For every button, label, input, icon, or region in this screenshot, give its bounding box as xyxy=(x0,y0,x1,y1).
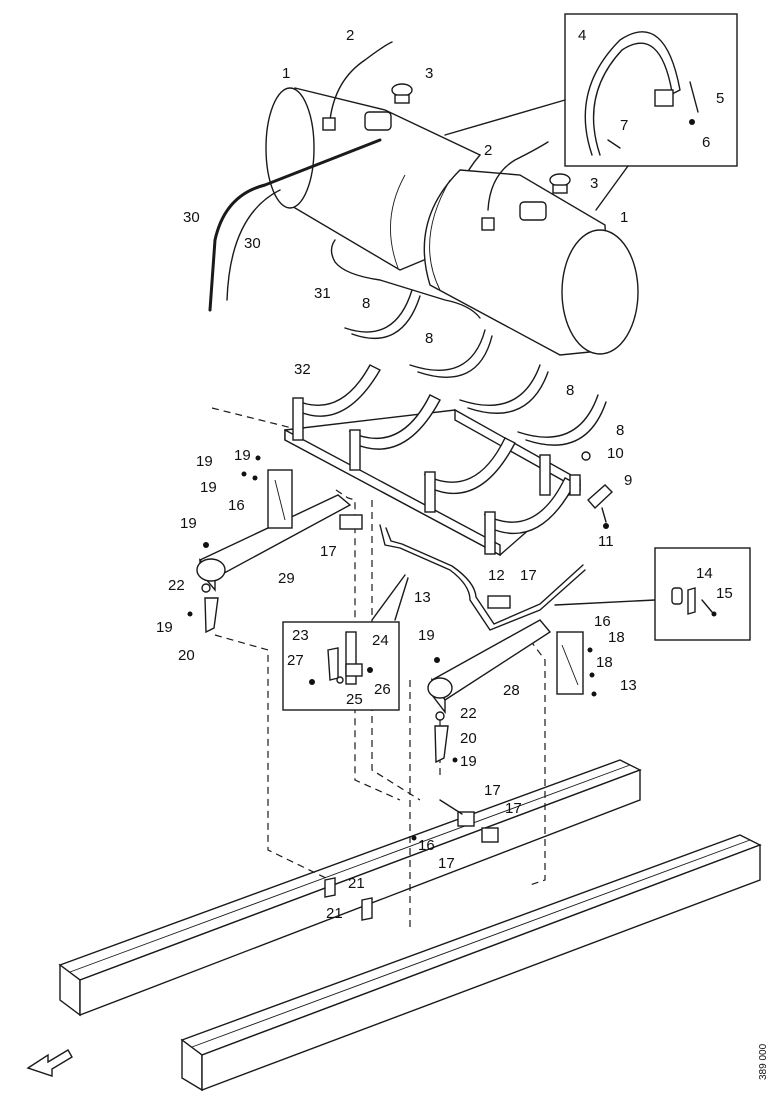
callout: 8 xyxy=(425,330,433,347)
callout: 9 xyxy=(624,472,632,489)
callout: 4 xyxy=(578,27,586,44)
callout: 17 xyxy=(484,782,501,799)
callout: 20 xyxy=(178,647,195,664)
callout: 19 xyxy=(200,479,217,496)
callout: 19 xyxy=(418,627,435,644)
filler-caps xyxy=(364,83,571,221)
callout: 1 xyxy=(282,65,290,82)
callout: 6 xyxy=(702,134,710,151)
nut-detail-inset xyxy=(654,547,751,641)
callout: 5 xyxy=(716,90,724,107)
clamp-detail-inset xyxy=(282,621,400,711)
strap-detail-inset xyxy=(444,13,738,211)
callout: 17 xyxy=(438,855,455,872)
callout: 18 xyxy=(596,654,613,671)
callout: 17 xyxy=(520,567,537,584)
callout: 16 xyxy=(594,613,611,630)
clamp-bracket xyxy=(587,484,614,529)
callout: 25 xyxy=(346,691,363,708)
callout: 8 xyxy=(362,295,370,312)
callout: 29 xyxy=(278,570,295,587)
callout: 21 xyxy=(348,875,365,892)
direction-arrow xyxy=(26,1049,73,1077)
callout: 30 xyxy=(183,209,200,226)
figure-code: 389 000 xyxy=(758,1043,769,1080)
callout: 30 xyxy=(244,235,261,252)
hoses xyxy=(208,138,481,319)
sender-wires xyxy=(322,41,549,231)
callout: 26 xyxy=(374,681,391,698)
callout: 8 xyxy=(566,382,574,399)
callout: 8 xyxy=(616,422,624,439)
callout: 1 xyxy=(620,209,628,226)
callout: 15 xyxy=(716,585,733,602)
callout: 3 xyxy=(590,175,598,192)
fuel-tank-right xyxy=(423,169,639,356)
callout: 2 xyxy=(484,142,492,159)
callout: 16 xyxy=(418,837,435,854)
callout: 19 xyxy=(156,619,173,636)
callout: 14 xyxy=(696,565,713,582)
callout: 19 xyxy=(234,447,251,464)
fuel-line xyxy=(379,524,586,631)
callout: 22 xyxy=(460,705,477,722)
support-arm-left xyxy=(187,455,363,634)
cradle-frame xyxy=(284,364,591,557)
callout: 27 xyxy=(287,652,304,669)
callout: 20 xyxy=(460,730,477,747)
callout: 13 xyxy=(414,589,431,606)
callout: 19 xyxy=(180,515,197,532)
callout: 18 xyxy=(608,629,625,646)
frame-rails xyxy=(58,759,762,1092)
callout: 17 xyxy=(320,543,337,560)
callout: 21 xyxy=(326,905,343,922)
callout: 23 xyxy=(292,627,309,644)
callout: 17 xyxy=(505,800,522,817)
callout-labels: 1 2 3 4 5 6 7 1 2 3 30 30 31 8 8 32 8 8 … xyxy=(156,27,733,922)
lower-clips xyxy=(324,799,499,921)
callout: 11 xyxy=(598,533,614,550)
assembly-lines xyxy=(211,407,546,930)
callout: 19 xyxy=(196,453,213,470)
callout: 32 xyxy=(294,361,311,378)
callout: 24 xyxy=(372,632,389,649)
callout: 31 xyxy=(314,285,331,302)
callout: 3 xyxy=(425,65,433,82)
callout: 13 xyxy=(620,677,637,694)
callout: 22 xyxy=(168,577,185,594)
callout: 2 xyxy=(346,27,354,44)
callout: 19 xyxy=(460,753,477,770)
callout: 10 xyxy=(607,445,624,462)
callout: 7 xyxy=(620,117,628,134)
inset-leaders xyxy=(371,574,656,621)
callout: 28 xyxy=(503,682,520,699)
tank-straps xyxy=(344,289,607,446)
callout: 12 xyxy=(488,567,505,584)
support-arm-right xyxy=(427,619,597,764)
callout: 16 xyxy=(228,497,245,514)
